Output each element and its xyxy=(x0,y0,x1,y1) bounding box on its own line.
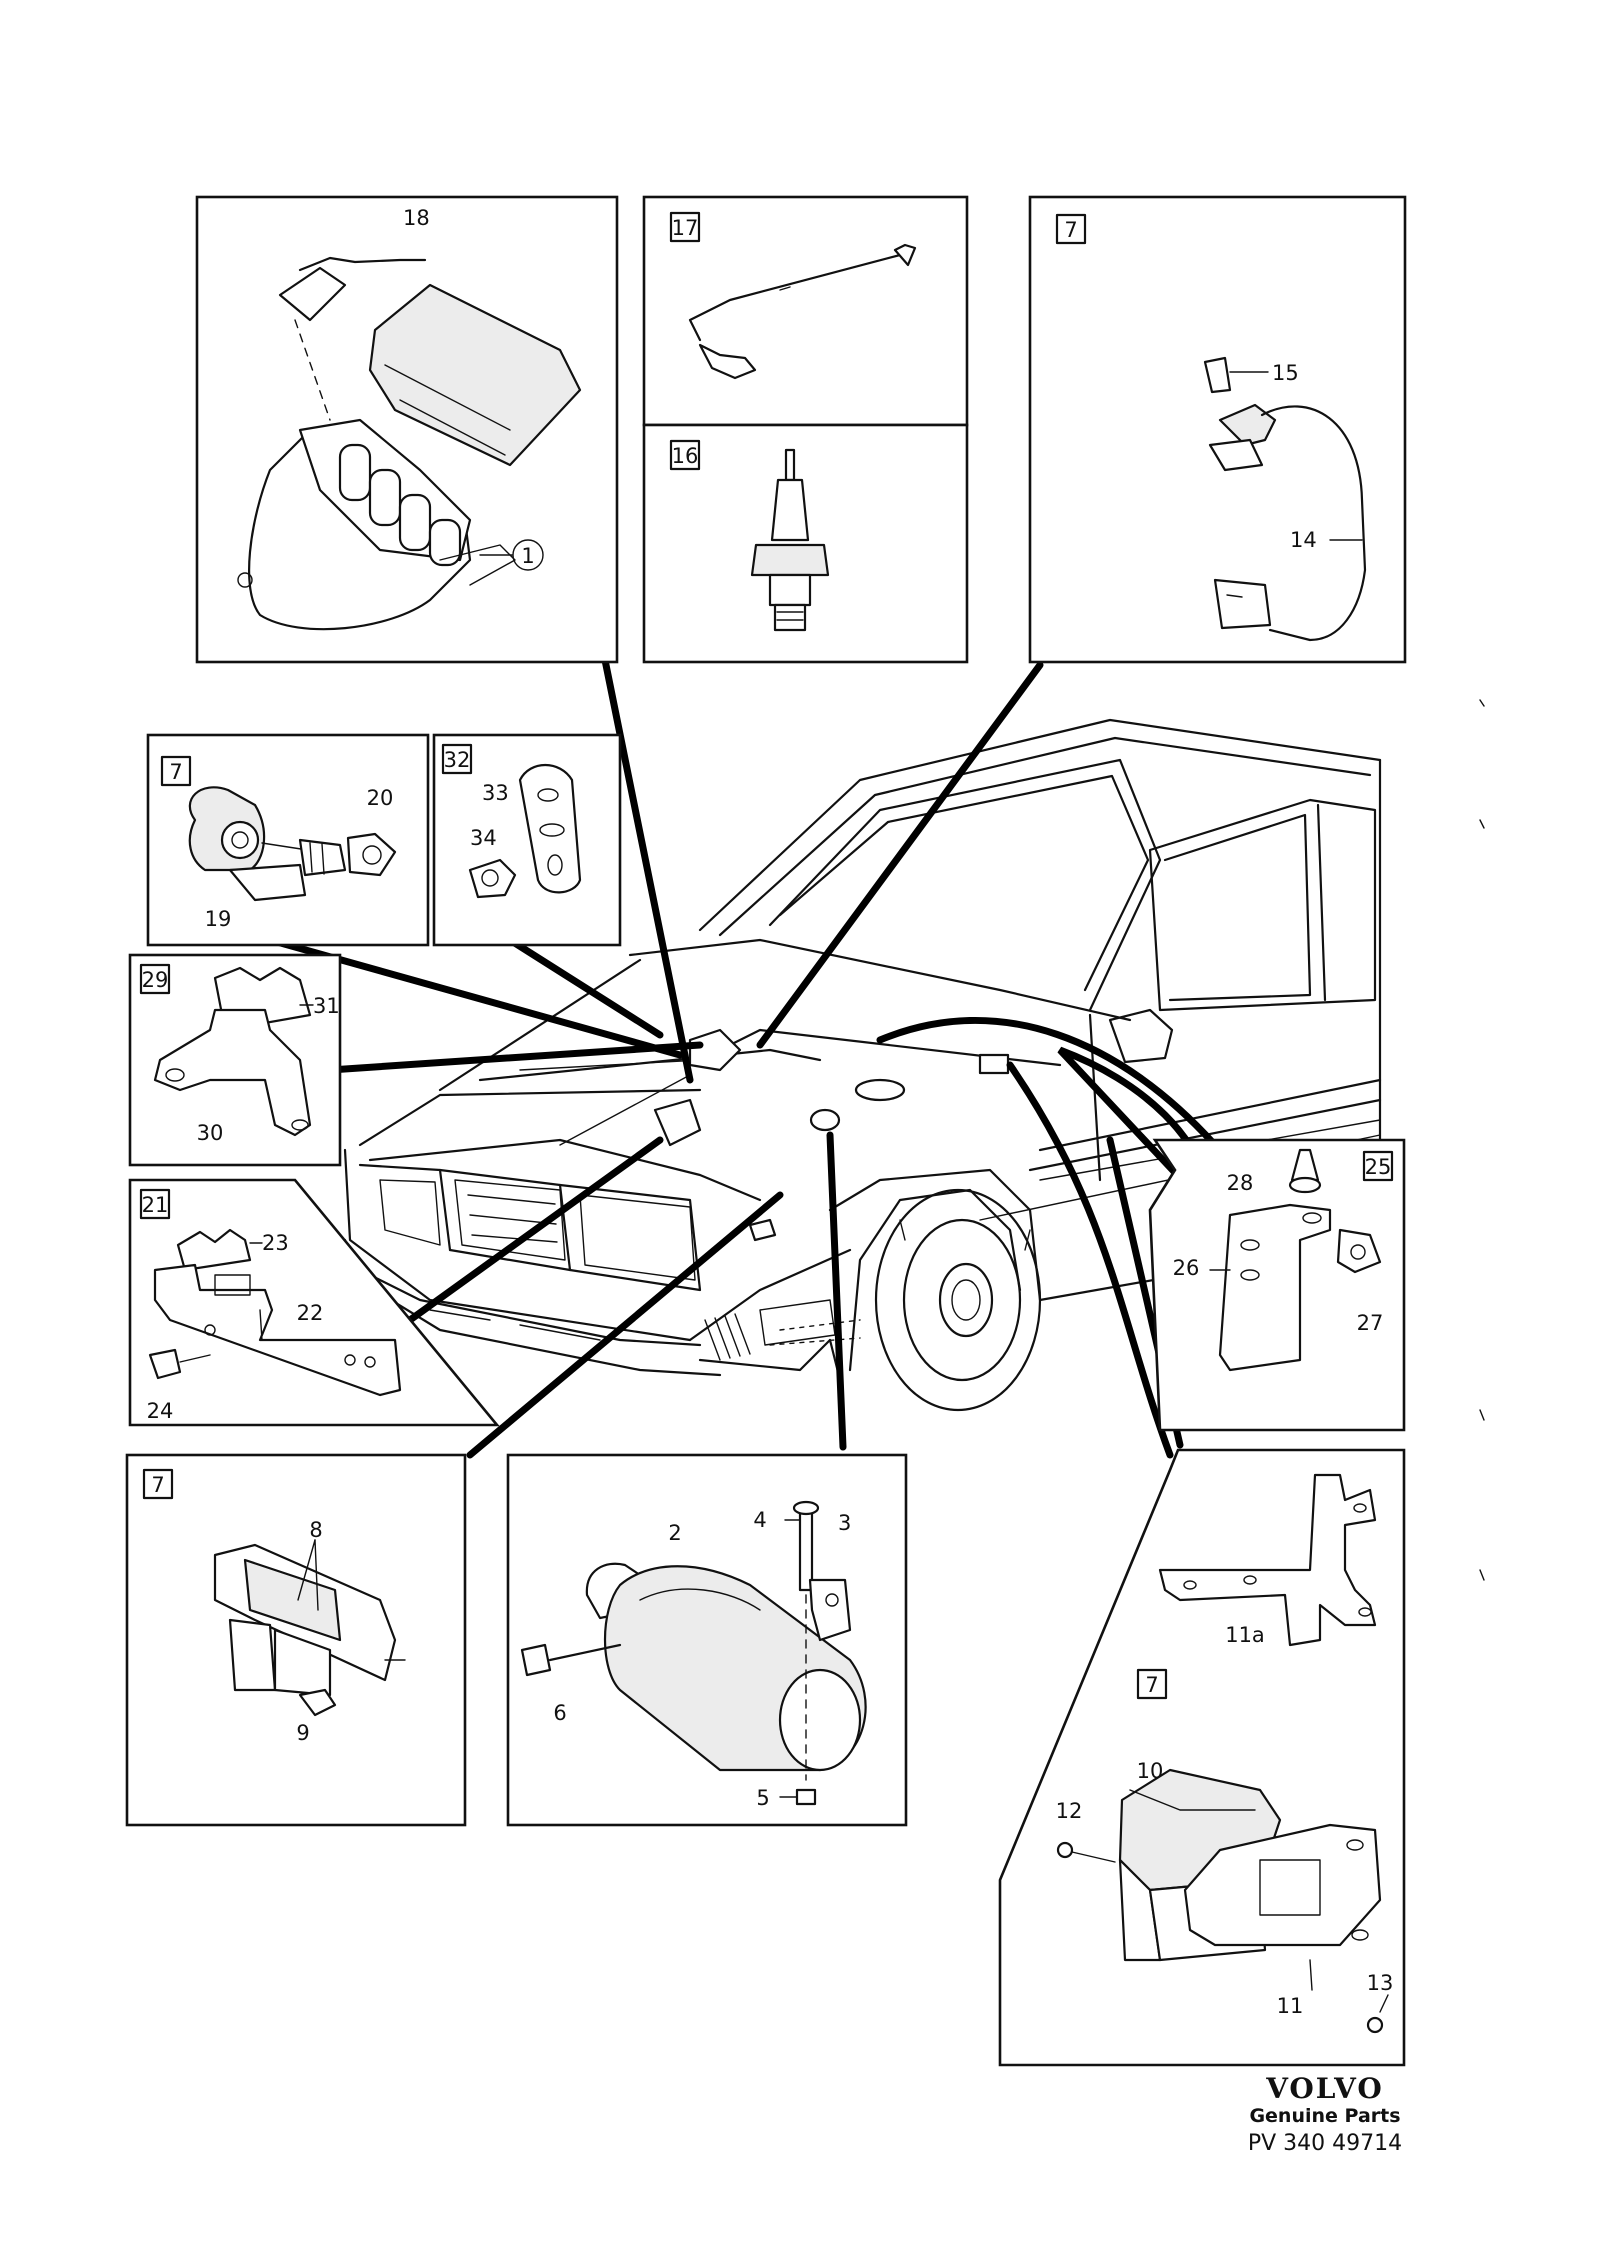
ref-tag-7c: 7 xyxy=(151,1473,164,1497)
callout-34: 34 xyxy=(470,826,497,850)
callout-20: 20 xyxy=(367,786,394,810)
callout-11: 11 xyxy=(1277,1994,1304,2018)
panel-ignition-lead xyxy=(642,195,969,427)
ref-tag-17: 17 xyxy=(672,216,699,240)
callout-18: 18 xyxy=(403,206,430,230)
callout-27: 27 xyxy=(1357,1311,1384,1335)
callout-15: 15 xyxy=(1272,361,1299,385)
callout-19: 19 xyxy=(205,907,232,931)
panel-knock-sensor xyxy=(146,733,430,947)
ref-tag-7b: 7 xyxy=(169,760,182,784)
callout-8: 8 xyxy=(309,1518,322,1542)
ref-tag-25: 25 xyxy=(1365,1155,1392,1179)
diagram-code: PV 340 49714 xyxy=(1248,2131,1402,2156)
callout-26: 26 xyxy=(1173,1256,1200,1280)
callout-14: 14 xyxy=(1290,528,1317,552)
callout-12: 12 xyxy=(1056,1799,1083,1823)
brand-logo: VOLVO xyxy=(1265,2072,1384,2105)
callout-11a: 11a xyxy=(1225,1623,1265,1647)
panel-distributor-cap xyxy=(195,195,619,664)
callout-30: 30 xyxy=(197,1121,224,1145)
callout-13: 13 xyxy=(1367,1971,1394,1995)
brand-subtitle: Genuine Parts xyxy=(1249,2105,1400,2127)
callout-9: 9 xyxy=(296,1721,309,1745)
panel-ignition-coil xyxy=(506,1453,908,1827)
callout-23: 23 xyxy=(262,1231,289,1255)
callout-24: 24 xyxy=(147,1399,174,1423)
panel-mounting-clips xyxy=(432,733,622,947)
panel-crank-sensor xyxy=(1028,195,1407,664)
ref-tag-32: 32 xyxy=(444,748,471,772)
callout-10: 10 xyxy=(1137,1759,1164,1783)
panel-bracket-26-28 xyxy=(1148,1138,1406,1432)
callout-4: 4 xyxy=(753,1508,766,1532)
panel-spark-plug xyxy=(642,423,969,664)
panel-bracket-30-31 xyxy=(128,953,342,1167)
panel-bracket-22-24 xyxy=(128,1178,500,1427)
panel-control-module-8-9 xyxy=(125,1453,467,1827)
ref-tag-7a: 7 xyxy=(1064,218,1077,242)
callout-2: 2 xyxy=(668,1521,681,1545)
callout-1: 1 xyxy=(521,544,534,568)
ref-tag-16: 16 xyxy=(672,444,699,468)
callout-6: 6 xyxy=(553,1701,566,1725)
callout-28: 28 xyxy=(1227,1171,1254,1195)
ref-tag-21: 21 xyxy=(142,1193,169,1217)
panel-control-unit-10-13 xyxy=(998,1448,1406,2067)
callout-33: 33 xyxy=(482,781,509,805)
ref-tag-29: 29 xyxy=(142,968,169,992)
leader-lines xyxy=(266,656,1219,1459)
callout-31: 31 xyxy=(313,994,340,1018)
callout-22: 22 xyxy=(297,1301,324,1325)
callout-3: 3 xyxy=(838,1511,851,1535)
callout-5: 5 xyxy=(756,1786,769,1810)
ref-tag-7d: 7 xyxy=(1145,1673,1158,1697)
